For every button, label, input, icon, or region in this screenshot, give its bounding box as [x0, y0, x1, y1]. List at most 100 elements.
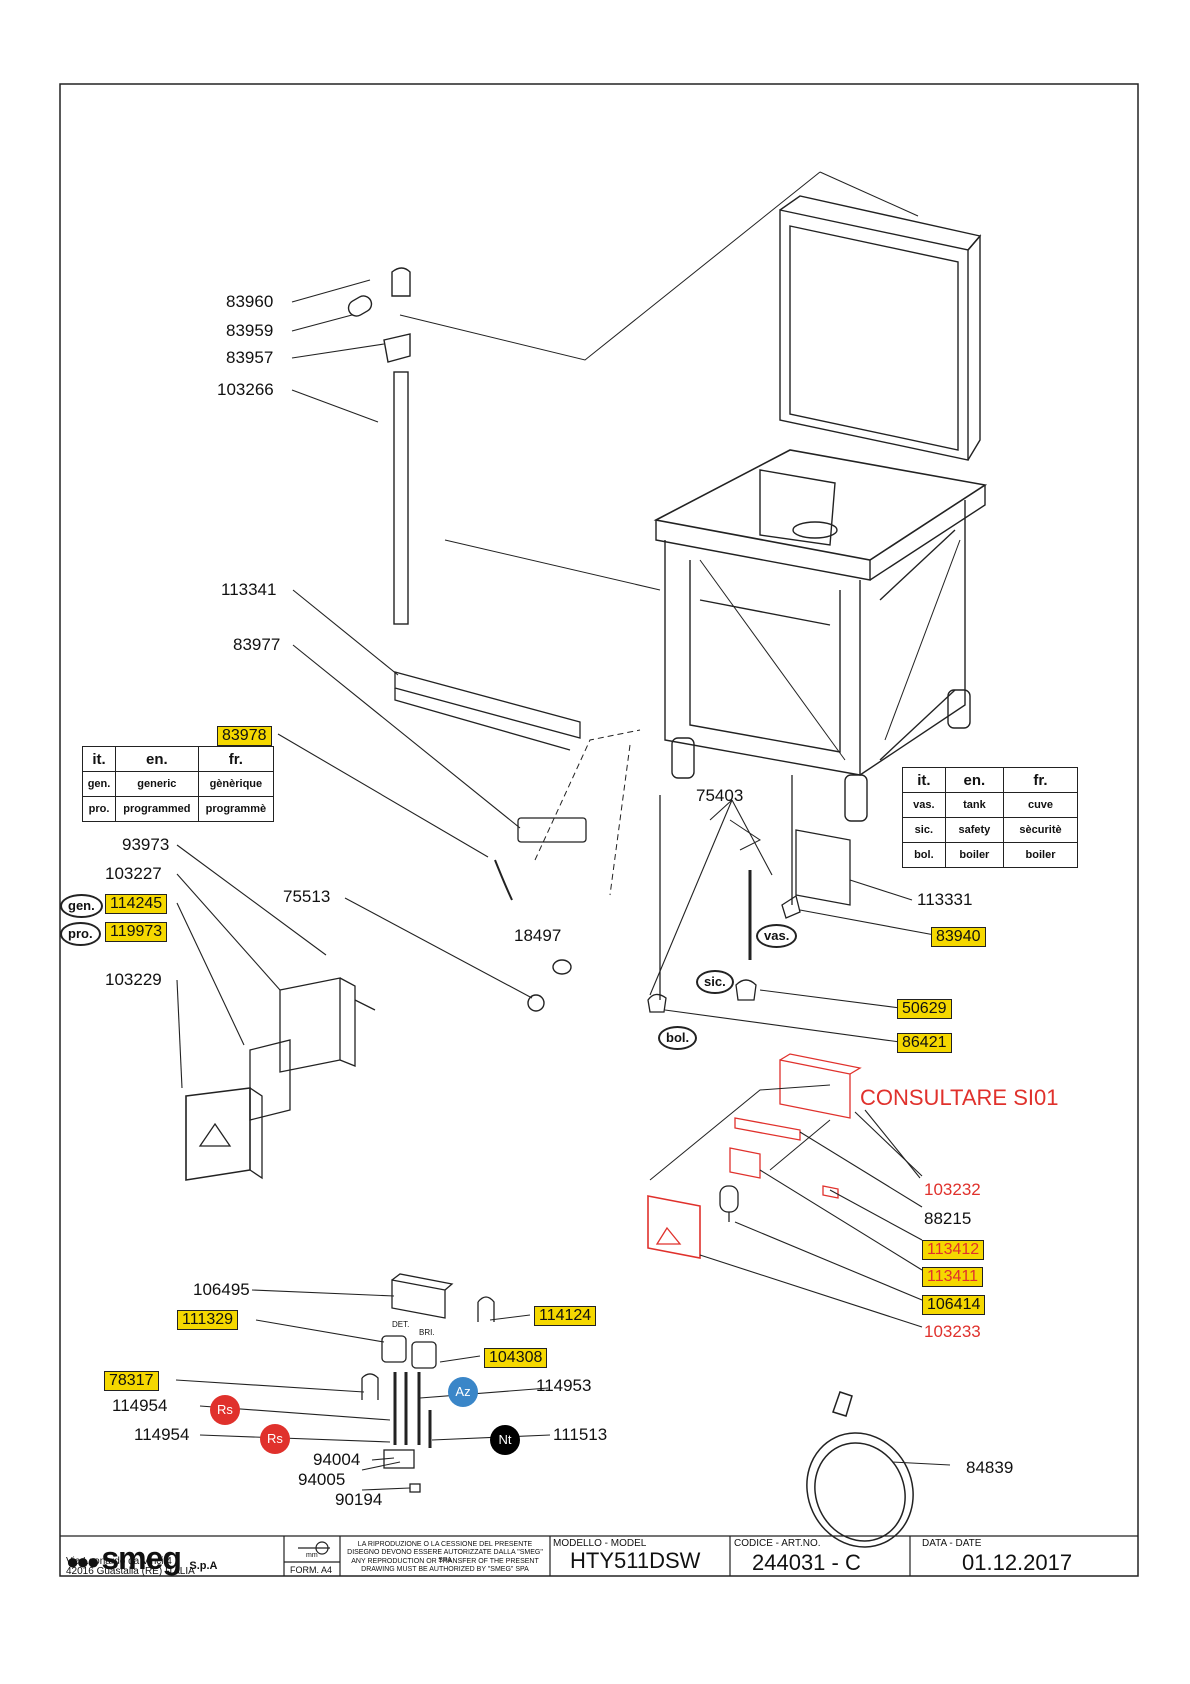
address-line-2: 42016 Guastalla (RE) ITALIA: [66, 1566, 195, 1577]
title-block: [60, 1535, 1138, 1576]
part-label-113341: 113341: [221, 580, 277, 599]
legend-right-r0c0: vas.: [902, 792, 946, 818]
legend-right-r1c2: sècuritè: [1003, 817, 1078, 843]
legend-right-r2c2: boiler: [1003, 842, 1078, 868]
part-label-83960: 83960: [226, 292, 274, 311]
part-label-114953: 114953: [536, 1376, 592, 1395]
legend-left-r0c0: gen.: [82, 771, 116, 797]
legend-left: it. en. fr. gen. generic gènèrique pro. …: [82, 746, 275, 822]
legend-right-r0c1: tank: [944, 792, 1005, 818]
disclaimer-it: LA RIPRODUZIONE O LA CESSIONE DEL PRESEN…: [347, 1541, 543, 1564]
legend-right-r1c1: safety: [944, 817, 1005, 843]
part-label-90194: 90194: [335, 1490, 383, 1509]
knob-parts: [527, 959, 572, 1012]
part-label-111513: 111513: [553, 1425, 608, 1444]
red-leaders: [864, 1109, 921, 1179]
part-label-86421: 86421: [897, 1033, 952, 1053]
legend-right-r2c1: boiler: [944, 842, 1005, 868]
electrode-assembly: [361, 1273, 495, 1493]
capacitor: [649, 1084, 831, 1222]
part-label-114954-b: 114954: [134, 1425, 190, 1444]
part-label-88215: 88215: [924, 1209, 972, 1228]
legend-right-r2c0: bol.: [902, 842, 946, 868]
part-label-83978: 83978: [217, 726, 272, 746]
legend-right-h0: it.: [902, 767, 946, 793]
part-label-18497: 18497: [514, 926, 562, 945]
tag-gen: gen.: [60, 894, 103, 918]
model-caption: MODELLO - MODEL: [553, 1538, 647, 1549]
part-label-106414: 106414: [922, 1295, 986, 1315]
part-label-103233: 103233: [924, 1322, 981, 1341]
brand-name: smeg: [101, 1540, 182, 1576]
wire-badge-rs-2: Rs: [260, 1424, 290, 1454]
tube-assembly: [347, 267, 411, 625]
probe-plate: [647, 775, 851, 1013]
legend-left-r0c2: gènèrique: [197, 771, 275, 797]
tag-sic: sic.: [696, 970, 734, 994]
date-caption: DATA - DATE: [922, 1538, 982, 1549]
part-label-75403: 75403: [696, 786, 744, 805]
part-label-78317: 78317: [104, 1371, 159, 1391]
disclaimer-en: ANY REPRODUCTION OR TRANSFER OF THE PRES…: [351, 1558, 539, 1573]
part-label-83957: 83957: [226, 348, 274, 367]
part-label-83940: 83940: [931, 927, 986, 947]
bri-label: BRI.: [419, 1328, 435, 1337]
dashed-connector: [534, 729, 641, 896]
part-label-104308: 104308: [484, 1348, 548, 1368]
legend-right-h2: fr.: [1003, 767, 1078, 793]
legend-left-r0c1: generic: [115, 771, 199, 797]
brand-dots-icon: ●●●: [66, 1549, 100, 1574]
form-label: FORM. A4: [290, 1565, 333, 1575]
part-label-114954-a: 114954: [112, 1396, 168, 1415]
part-label-114245: 114245: [105, 894, 168, 914]
power-cable: [806, 1391, 914, 1548]
legend-right-r0c2: cuve: [1003, 792, 1078, 818]
part-label-94004: 94004: [313, 1450, 361, 1469]
legend-left-h2: fr.: [197, 746, 275, 772]
part-label-83977: 83977: [233, 635, 281, 654]
legend-left-r1c1: programmed: [115, 796, 199, 822]
consult-note: CONSULTARE SI01: [860, 1085, 1059, 1110]
legend-right-h1: en.: [944, 767, 1005, 793]
part-label-84839: 84839: [966, 1458, 1014, 1477]
brand-logo: ●●● smeg S.p.A: [66, 1540, 218, 1577]
part-label-111329: 111329: [177, 1310, 239, 1330]
rail-and-sensor: [394, 539, 661, 901]
consult-group: [647, 1053, 862, 1259]
wire-badge-rs-1: Rs: [210, 1395, 240, 1425]
legend-left-h1: en.: [115, 746, 199, 772]
unit-label: mm: [306, 1552, 318, 1559]
part-label-119973: 119973: [105, 922, 168, 942]
part-label-83959: 83959: [226, 321, 274, 340]
tag-pro: pro.: [60, 922, 101, 946]
sheet-frame: [59, 83, 1139, 1577]
part-label-114124: 114124: [534, 1306, 597, 1326]
control-box: [185, 977, 376, 1181]
part-label-106495: 106495: [193, 1280, 250, 1299]
part-label-103266: 103266: [217, 380, 274, 399]
leader-lines: [175, 279, 951, 1491]
machine-body: [399, 171, 988, 822]
date-value: 01.12.2017: [962, 1550, 1073, 1575]
part-label-50629: 50629: [897, 999, 952, 1019]
part-label-93973: 93973: [122, 835, 170, 854]
part-label-103227: 103227: [105, 864, 162, 883]
part-label-113331: 113331: [917, 890, 973, 909]
legend-left-h0: it.: [82, 746, 116, 772]
model-value: HTY511DSW: [570, 1548, 701, 1573]
legend-right-r1c0: sic.: [902, 817, 946, 843]
tag-vas: vas.: [756, 924, 798, 948]
det-label: DET.: [392, 1320, 410, 1329]
wire-badge-nt: Nt: [490, 1425, 520, 1455]
code-value: 244031 - C: [752, 1550, 861, 1575]
tag-bol: bol.: [658, 1026, 698, 1050]
legend-left-r1c0: pro.: [82, 796, 116, 822]
part-label-75513: 75513: [283, 887, 331, 906]
brand-suffix: S.p.A: [189, 1560, 218, 1572]
part-label-103229: 103229: [105, 970, 162, 989]
part-label-103232: 103232: [924, 1180, 981, 1199]
wire-badge-az: Az: [448, 1377, 478, 1407]
code-caption: CODICE - ART.NO.: [734, 1538, 821, 1549]
part-label-94005: 94005: [298, 1470, 346, 1489]
